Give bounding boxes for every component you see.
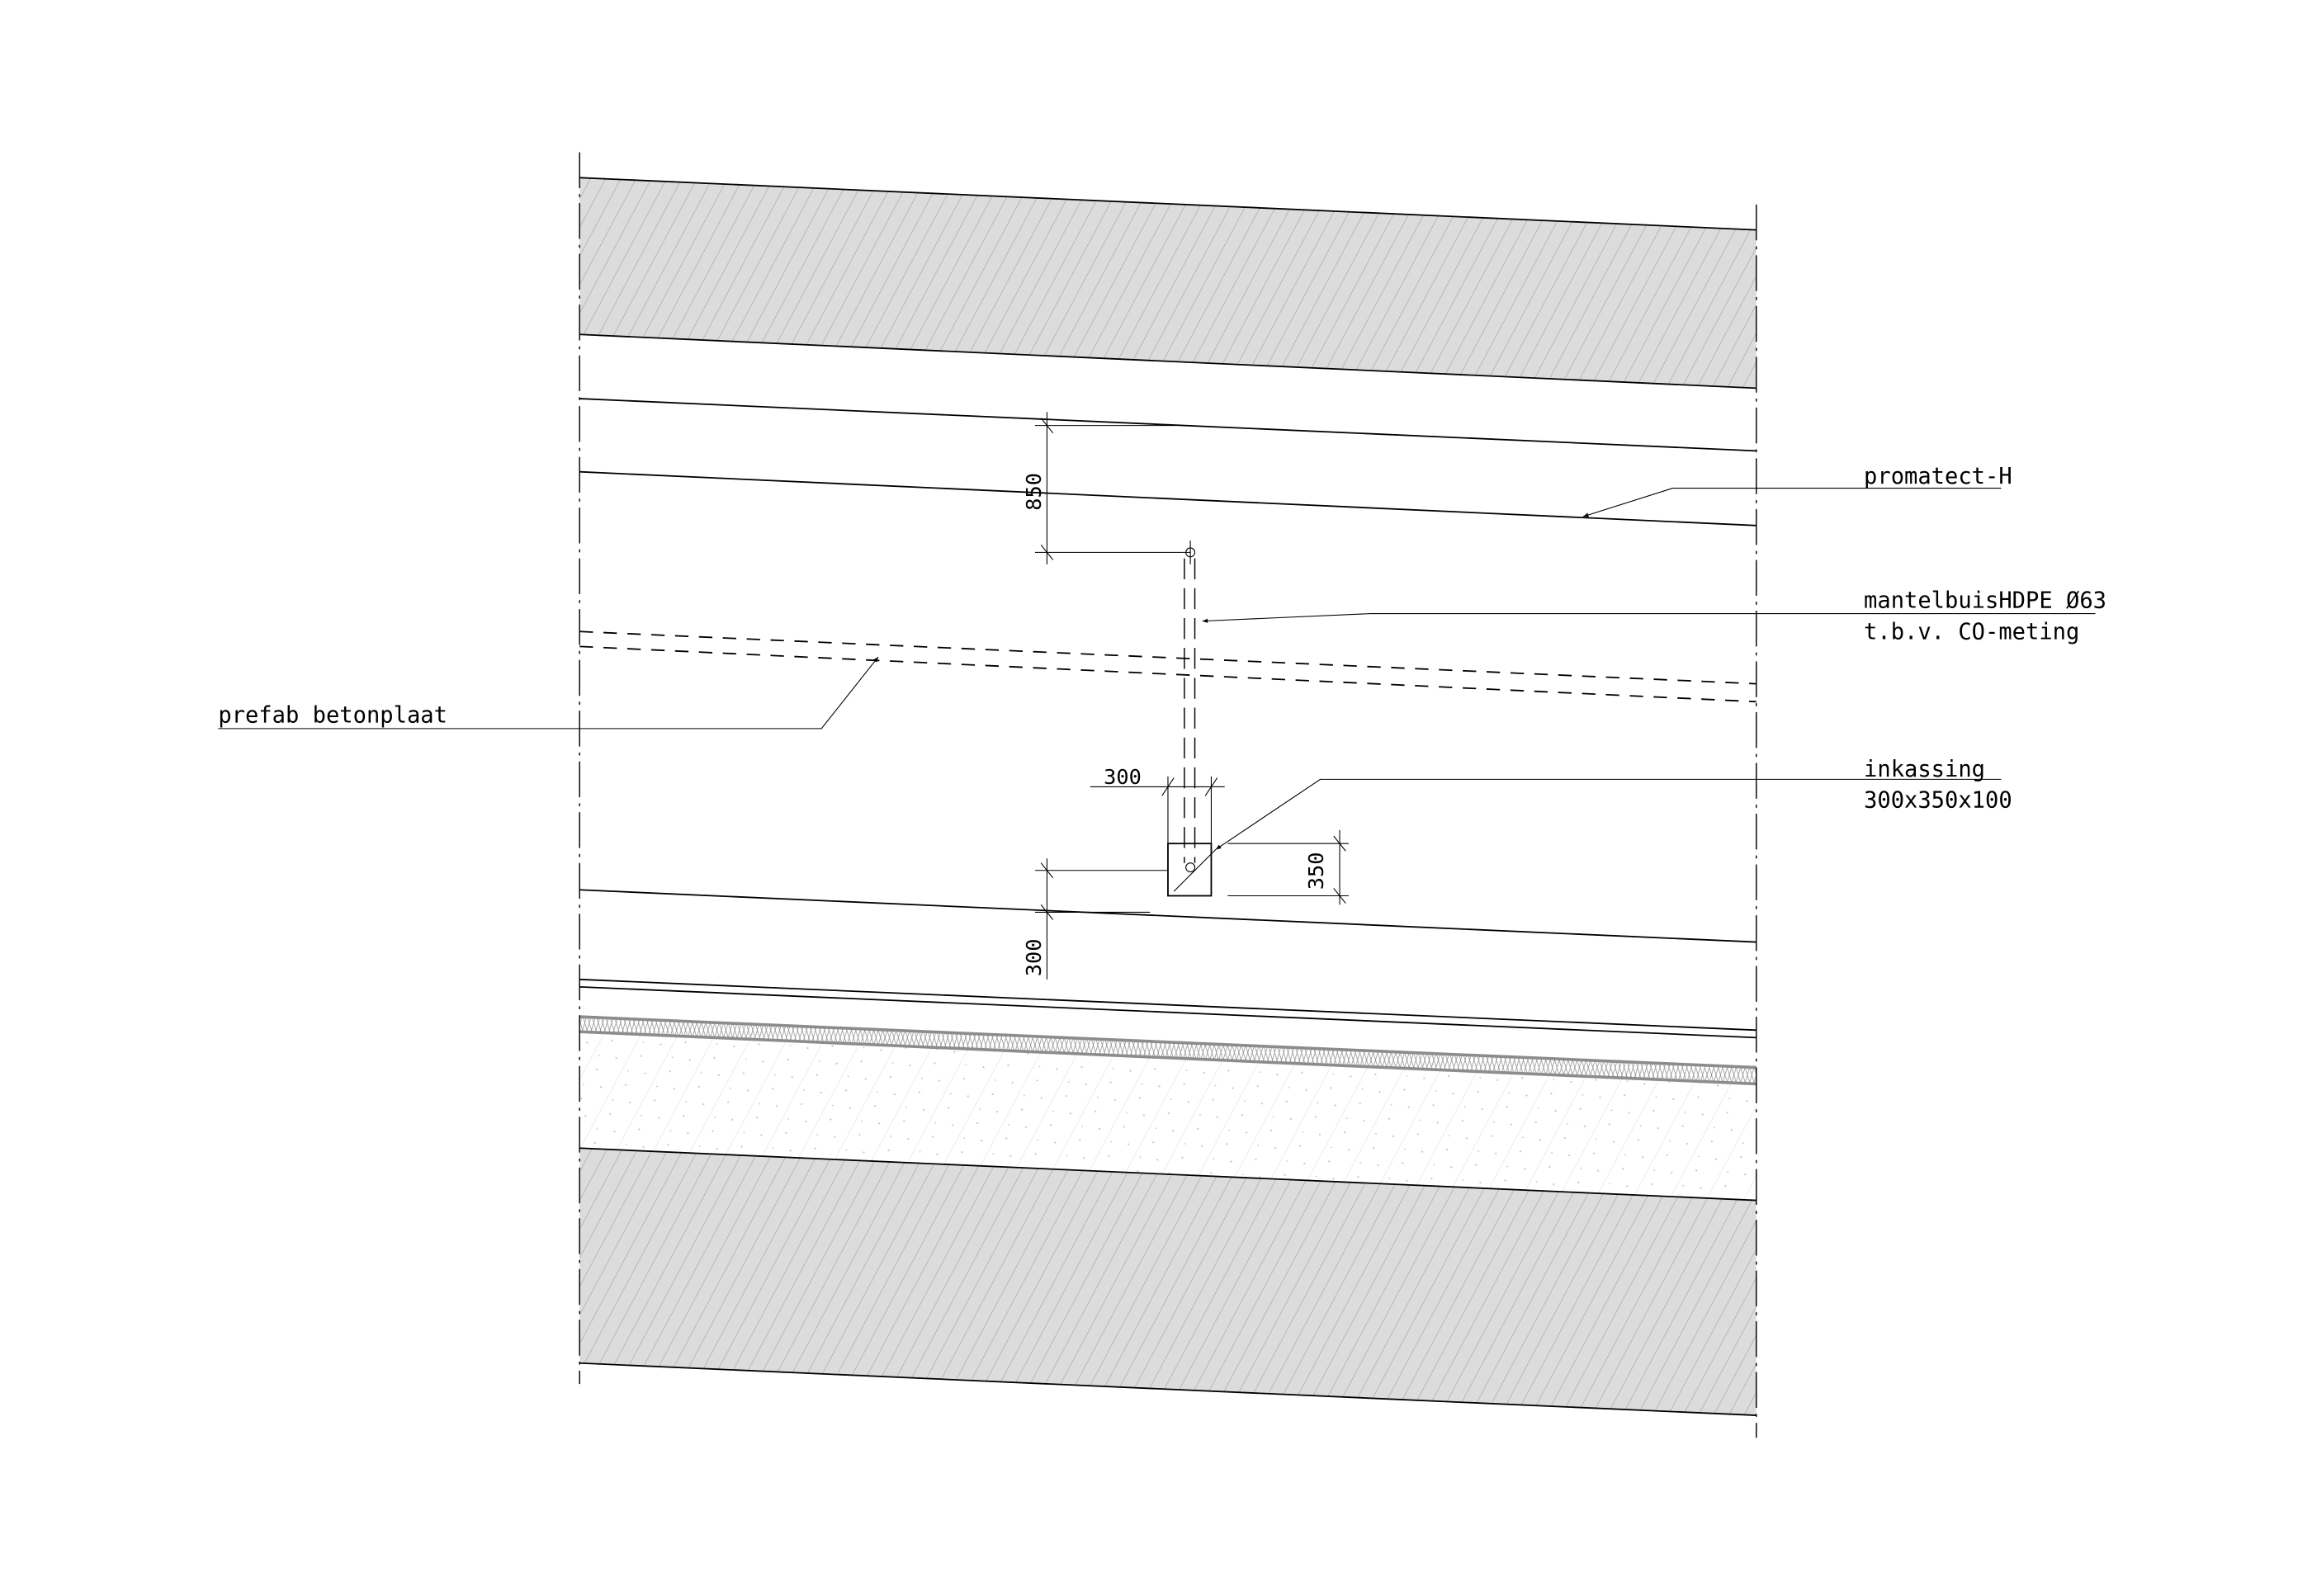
label-text: promatect-H	[1864, 464, 2012, 489]
dimension-850: 850	[1021, 412, 1191, 564]
label-text: inkassing	[1864, 757, 1985, 782]
dimension-300-width: 300	[1090, 764, 1225, 844]
dimension-350: 350	[1227, 829, 1349, 905]
slab-edge	[579, 1362, 1756, 1416]
label-text: 300x350x100	[1864, 788, 2012, 814]
promatect-top-line	[579, 398, 1756, 452]
label-promatect: promatect-H	[1582, 464, 2012, 517]
insulation-edge	[579, 1030, 1756, 1086]
bottom-concrete-slab	[579, 1148, 1756, 1416]
floor-line	[579, 889, 1756, 943]
label-text: prefab betonplaat	[218, 703, 447, 729]
slab-edge	[579, 333, 1756, 390]
top-concrete-slab	[579, 177, 1756, 389]
prefab-dashed-line	[579, 630, 1756, 685]
promatect-bottom-line	[579, 470, 1756, 526]
floor-finish-line	[579, 978, 1756, 1032]
slab-edge	[579, 177, 1756, 231]
dimension-text: 300	[1104, 764, 1142, 789]
insulation-layer	[579, 1017, 1756, 1084]
slab-edge	[579, 1147, 1756, 1202]
label-mantelbuis: mantelbuisHDPE Ø63 t.b.v. CO-meting	[1202, 588, 2106, 645]
label-text: t.b.v. CO-meting	[1864, 619, 2079, 645]
hdpe-pipe	[1184, 540, 1196, 873]
dimension-text: 850	[1021, 473, 1046, 511]
sand-layer	[579, 1032, 1756, 1201]
dimension-text: 300	[1021, 938, 1046, 976]
label-text: mantelbuisHDPE Ø63	[1864, 588, 2106, 613]
dimension-text: 350	[1303, 852, 1328, 890]
label-inkassing: inkassing 300x350x100	[1173, 757, 2012, 892]
floor-finish-line	[579, 985, 1756, 1039]
inkassing-box	[1167, 843, 1213, 897]
insulation-edge	[579, 1015, 1756, 1070]
label-prefab: prefab betonplaat	[218, 656, 879, 730]
dimension-300-bottom: 300	[1021, 858, 1168, 980]
prefab-dashed-line	[579, 645, 1756, 703]
